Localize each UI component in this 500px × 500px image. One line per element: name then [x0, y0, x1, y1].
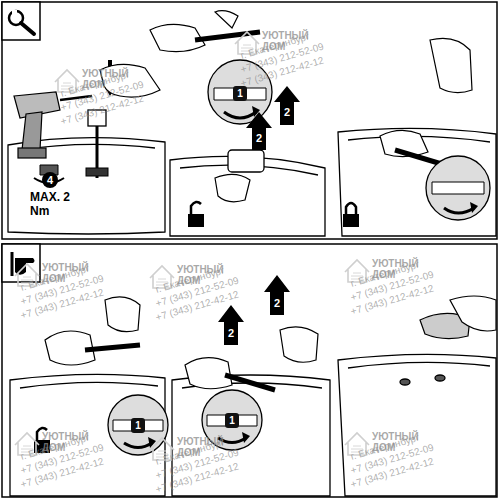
- wrench-icon-part: [12, 10, 17, 15]
- hand-with-cloth: [420, 296, 496, 339]
- toilet-bowl: [338, 354, 496, 496]
- callout-number: 2: [225, 326, 237, 340]
- lift-arrow-part: [264, 275, 290, 315]
- zoom-circle-part: [124, 443, 152, 448]
- zoom-circle-part: [108, 395, 168, 455]
- hand-with-cloth-part: [450, 296, 496, 331]
- lock-closed: [343, 203, 359, 227]
- drill-part: [22, 112, 42, 150]
- callout-number: 1: [225, 413, 239, 428]
- wrench-icon-part: [21, 23, 34, 34]
- toilet-bowl-part: [20, 382, 158, 388]
- toilet-bowl: [8, 138, 165, 234]
- drill-part: [18, 148, 46, 158]
- hand-icon-part: [2, 244, 40, 282]
- hand-with-wrench-part: [105, 297, 140, 332]
- hand-with-wrench-part: [225, 375, 275, 390]
- callout-number: 2: [281, 105, 293, 119]
- lift-arrow-part: [246, 112, 272, 150]
- zoom-circle: [426, 156, 490, 220]
- toilet-bowl-part: [435, 375, 445, 381]
- callout-number: 4: [42, 172, 58, 188]
- zoom-circle-part: [470, 202, 478, 213]
- lock-open-part: [191, 202, 201, 214]
- hand-icon-part: [11, 252, 14, 276]
- hand-icon: [2, 244, 40, 282]
- wrench-icon: [2, 2, 40, 40]
- zoom-circle: [108, 395, 168, 455]
- lock-closed-part: [346, 203, 356, 214]
- lock-closed-part: [343, 214, 359, 227]
- hand-with-wrench-part: [85, 345, 140, 350]
- wrench-icon-part: [2, 2, 40, 40]
- zoom-circle-part: [426, 156, 490, 220]
- hand-with-wrench-part: [430, 38, 472, 92]
- lift-arrow: [246, 86, 300, 150]
- toilet-bowl: [170, 150, 325, 236]
- lock-open: [188, 202, 204, 227]
- toilet-bowl-part: [228, 150, 264, 172]
- hand-with-wrench: [185, 327, 318, 390]
- lift-arrow-part: [274, 86, 300, 125]
- toilet-bowl: [338, 128, 496, 236]
- toilet-bowl-part: [338, 128, 496, 236]
- zoom-circle-part: [242, 432, 250, 443]
- hand-with-wrench-part: [280, 327, 318, 362]
- toilet-bowl-part: [338, 354, 496, 496]
- lock-open-part: [188, 214, 204, 227]
- lift-arrow-part: [218, 305, 244, 345]
- hand-with-wrench-part: [185, 358, 232, 389]
- toilet-bowl-part: [348, 362, 490, 368]
- hand-with-wrench-part: [215, 11, 238, 28]
- watermark-logo: [15, 32, 369, 460]
- hand-with-wrench-part: [215, 174, 250, 201]
- callout-number: 1: [131, 418, 145, 433]
- panel-frame-part: [2, 244, 497, 497]
- callout-number: 2: [271, 296, 283, 310]
- toilet-bowl-part: [8, 138, 165, 234]
- zoom-circle-part: [432, 182, 484, 194]
- zoom-circle-part: [148, 437, 156, 448]
- torque-label: MAX. 2 Nm: [30, 190, 70, 218]
- zoom-circle-part: [224, 112, 256, 118]
- callout-number: 2: [253, 131, 265, 145]
- panel-frame-part: [2, 2, 497, 239]
- toilet-bowl-part: [400, 379, 410, 385]
- hand-with-wrench: [380, 38, 472, 168]
- bolt-part: [86, 168, 108, 176]
- zoom-circle-part: [444, 208, 474, 213]
